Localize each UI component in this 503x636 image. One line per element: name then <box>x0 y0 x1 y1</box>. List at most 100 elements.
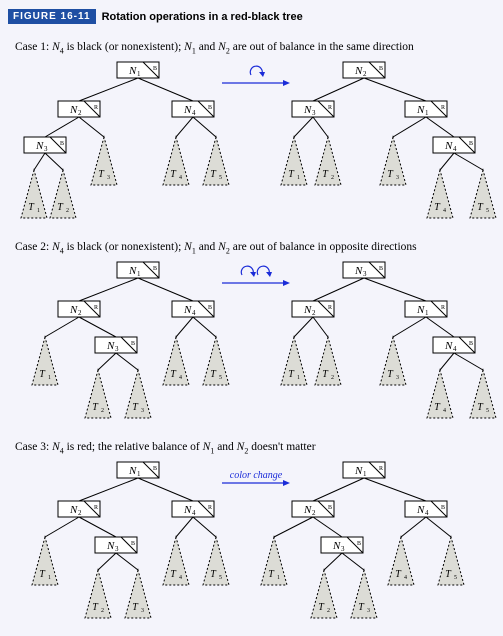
tree-edge <box>192 116 217 138</box>
subtree-t5 <box>437 535 465 586</box>
rotation-icon <box>256 265 270 276</box>
tree-edge <box>175 516 194 538</box>
subtree-label-t1: T <box>288 369 295 380</box>
subtree-label-t2: T <box>92 402 99 413</box>
subtree-t5 <box>469 368 497 419</box>
case-2-caption: Case 2: N4 is black (or nonexistent); N1… <box>15 241 417 256</box>
tree-edge <box>425 516 452 538</box>
node-color-R: R <box>94 105 98 111</box>
subtree-label-t4: T <box>434 202 441 213</box>
subtree-t1 <box>20 168 48 219</box>
tree-edge <box>137 477 194 502</box>
subtree-t2 <box>49 168 77 219</box>
tree-edge <box>363 477 427 502</box>
node-label-n2: N <box>69 104 78 116</box>
node-subscript: 4 <box>192 109 196 117</box>
subtree-subscript: 1 <box>297 175 300 181</box>
subtree-t4 <box>162 335 190 386</box>
subtree-subscript: 3 <box>141 608 144 614</box>
node-subscript: 4 <box>192 309 196 317</box>
subtree-label-t5: T <box>445 569 452 580</box>
subtree-subscript: 1 <box>37 208 40 214</box>
node-divider <box>83 100 101 118</box>
tree-edge <box>363 277 427 302</box>
node-divider <box>317 100 335 118</box>
subtree-subscript: 5 <box>454 575 457 581</box>
subtree-t2 <box>310 568 338 619</box>
node-label-n1: N <box>416 104 425 116</box>
node-label-n4: N <box>183 104 192 116</box>
node-subscript: 4 <box>453 345 457 353</box>
subtree-label-t2: T <box>318 602 325 613</box>
subtree-t4 <box>387 535 415 586</box>
subtree-label-t2: T <box>92 602 99 613</box>
rotation-icon <box>249 65 263 76</box>
tree-edge <box>78 316 117 338</box>
subtree-label-t1: T <box>288 169 295 180</box>
node-color-B: B <box>60 141 64 147</box>
subtree-t4 <box>162 535 190 586</box>
node-color-R: R <box>328 305 332 311</box>
node-subscript: 3 <box>115 345 119 353</box>
node-label-n2: N <box>69 504 78 516</box>
subtree-label-t1: T <box>268 569 275 580</box>
subtree-subscript: 4 <box>179 175 182 181</box>
subtree-t1 <box>260 535 288 586</box>
node-subscript: 3 <box>341 545 345 553</box>
node-subscript: 1 <box>425 109 429 117</box>
subtree-t3 <box>124 368 152 419</box>
subtree-label-t5: T <box>210 169 217 180</box>
rotation-icon-head <box>259 72 265 77</box>
subtree-t1 <box>31 335 59 386</box>
subtree-label-t4: T <box>170 369 177 380</box>
subtree-label-t1: T <box>39 369 46 380</box>
subtree-label-t5: T <box>477 202 484 213</box>
subtree-subscript: 5 <box>486 408 489 414</box>
node-subscript: 2 <box>363 70 367 78</box>
subtree-subscript: 2 <box>66 208 69 214</box>
node-label-n3: N <box>303 104 312 116</box>
tree-edge <box>312 116 329 138</box>
tree-edge <box>78 277 139 302</box>
subtree-subscript: 1 <box>297 375 300 381</box>
node-subscript: 2 <box>78 309 82 317</box>
subtree-t4 <box>426 168 454 219</box>
node-divider <box>430 500 448 518</box>
tree-edge <box>115 352 139 371</box>
subtree-t2 <box>314 135 342 186</box>
subtree-subscript: 2 <box>101 408 104 414</box>
subtree-label-t3: T <box>98 169 105 180</box>
node-subscript: 4 <box>425 509 429 517</box>
node-subscript: 2 <box>312 509 316 517</box>
tree-edge <box>78 516 117 538</box>
subtree-t1 <box>280 335 308 386</box>
subtree-t5 <box>202 135 230 186</box>
tree-edge <box>175 116 194 138</box>
node-divider <box>430 100 448 118</box>
tree-edge <box>425 316 455 338</box>
node-divider <box>83 300 101 318</box>
subtree-label-t5: T <box>210 569 217 580</box>
node-label-n1: N <box>128 465 137 477</box>
tree-edge <box>453 152 484 171</box>
node-color-B: B <box>208 105 212 111</box>
arrow-head <box>283 480 290 486</box>
figure-label: FIGURE 16-11 <box>8 9 96 24</box>
node-subscript: 3 <box>44 145 48 153</box>
node-subscript: 1 <box>425 309 429 317</box>
subtree-subscript: 3 <box>107 175 110 181</box>
node-color-B: B <box>441 505 445 511</box>
subtree-label-t5: T <box>477 402 484 413</box>
subtree-subscript: 2 <box>101 608 104 614</box>
figure-title: Rotation operations in a red-black tree <box>101 10 303 23</box>
subtree-subscript: 1 <box>48 375 51 381</box>
node-subscript: 4 <box>192 509 196 517</box>
subtree-subscript: 2 <box>331 375 334 381</box>
tree-edge <box>439 352 455 371</box>
node-label-n2: N <box>303 504 312 516</box>
tree-edge <box>78 116 105 138</box>
node-color-R: R <box>379 466 383 472</box>
tree-edge <box>273 516 314 538</box>
subtree-label-t1: T <box>28 202 35 213</box>
tree-edge <box>44 116 80 138</box>
